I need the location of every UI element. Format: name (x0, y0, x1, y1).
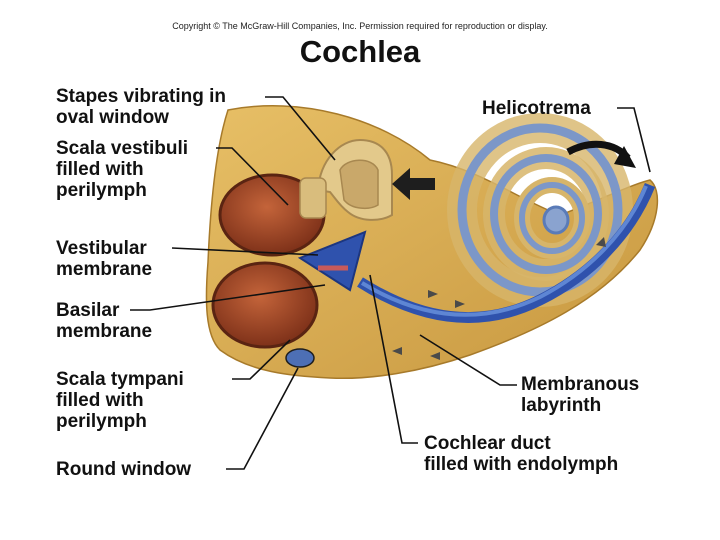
round-window (286, 349, 314, 367)
label-helicotrema: Helicotrema (482, 98, 591, 119)
chamber-scala-tympani (213, 263, 317, 347)
label-round-window: Round window (56, 459, 191, 480)
